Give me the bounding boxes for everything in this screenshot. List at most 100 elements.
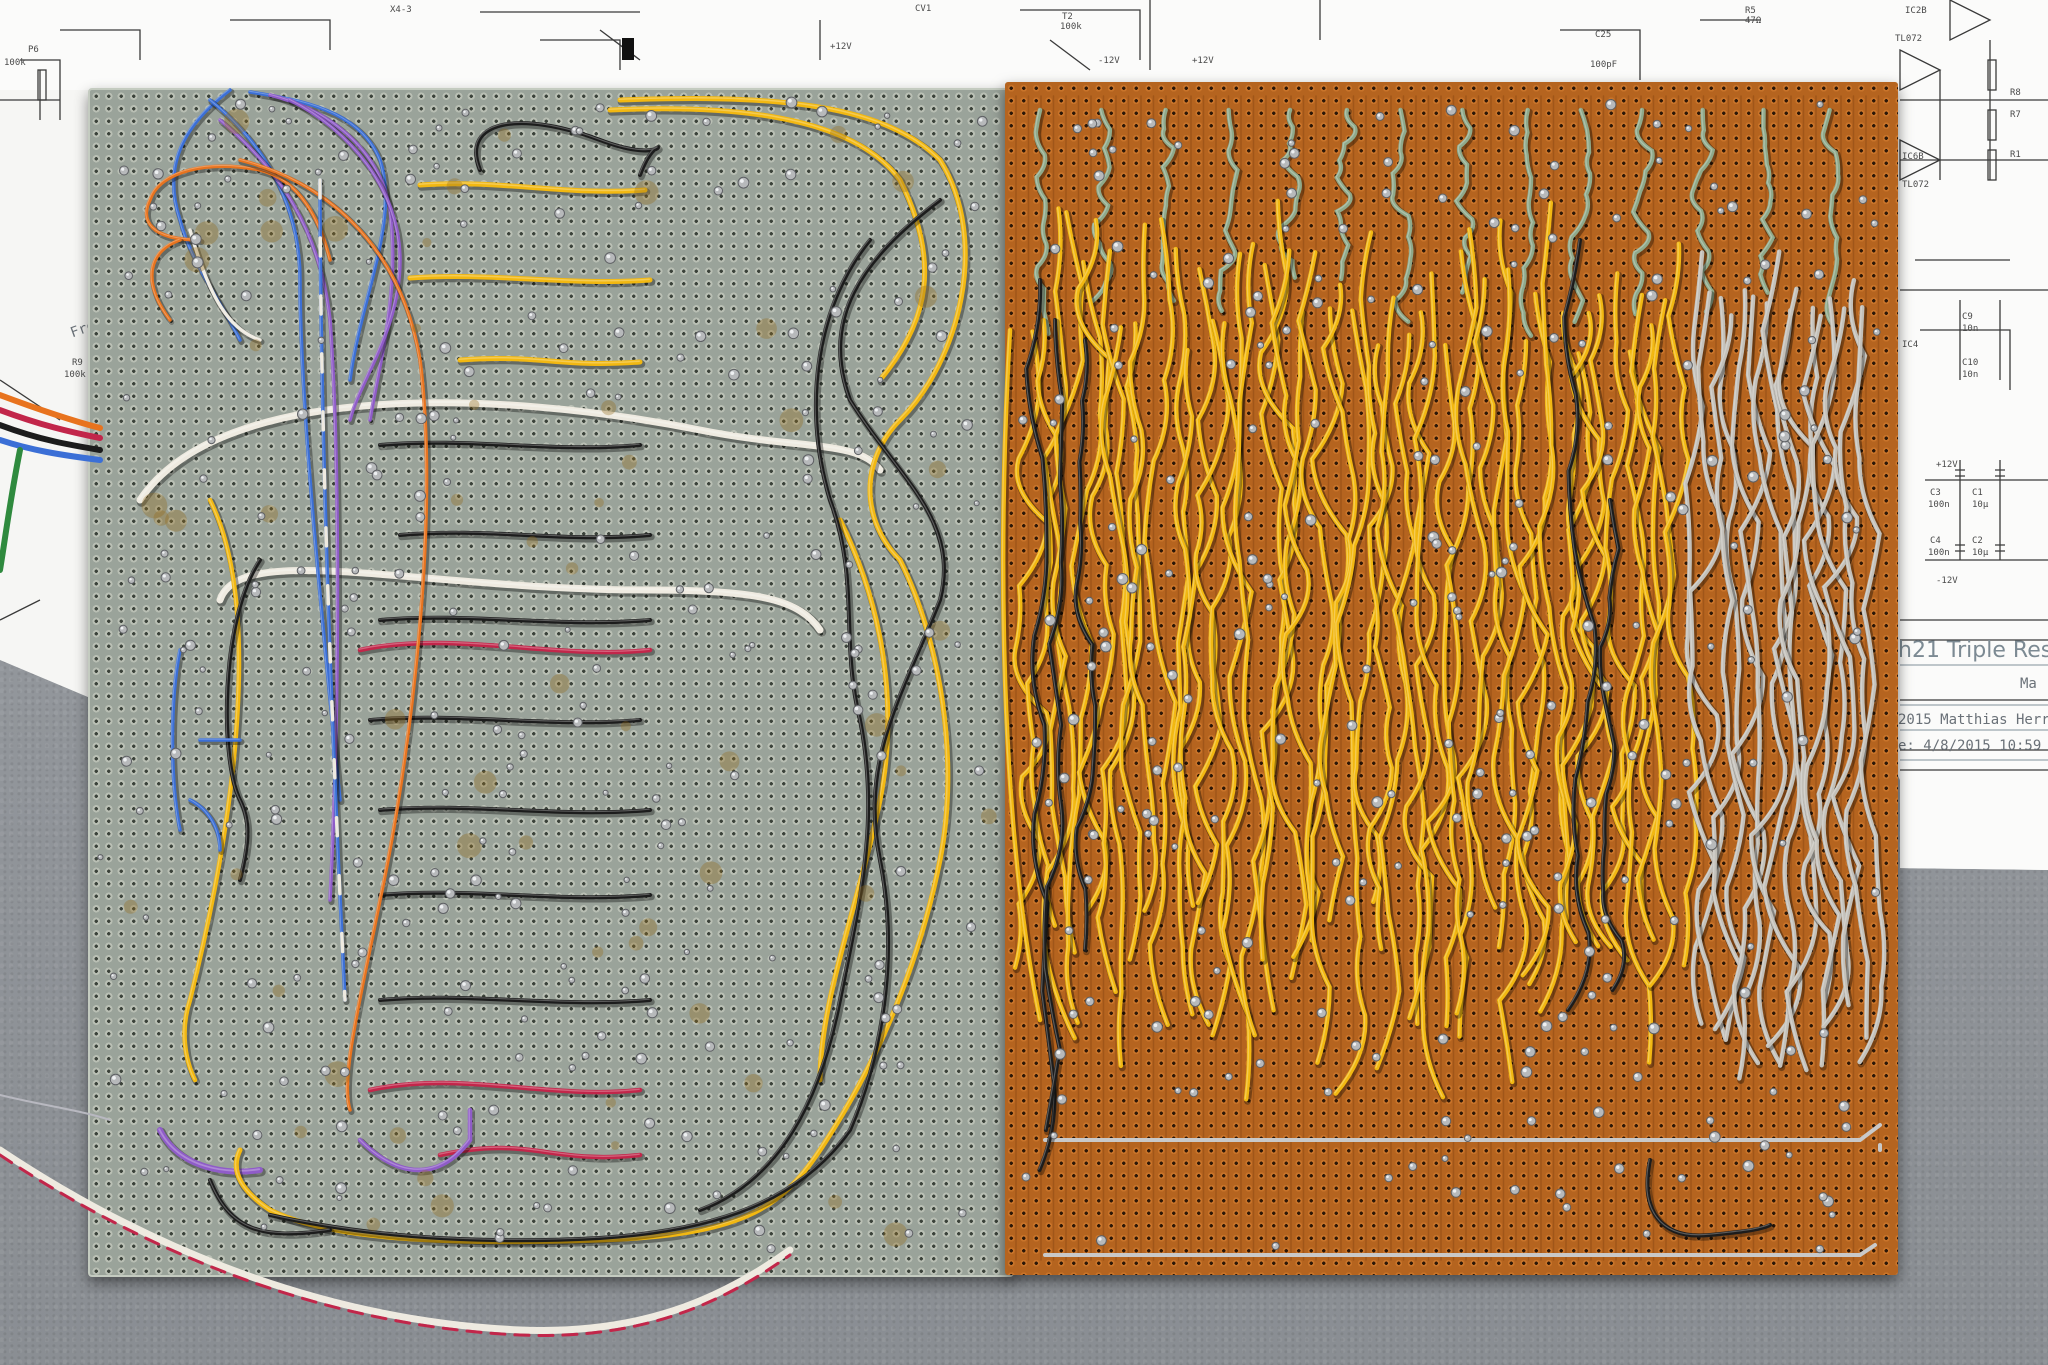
solder-joint xyxy=(338,150,349,161)
flux-stain xyxy=(828,1194,842,1209)
solder-joint xyxy=(340,604,349,613)
schematic-label: -12V xyxy=(1936,576,1958,586)
black-jumper-highlight xyxy=(378,891,650,898)
solder-highlight xyxy=(1854,527,1857,531)
yellow-wire-highlight xyxy=(1001,328,1040,1020)
solder-joint xyxy=(433,162,440,170)
solder-highlight xyxy=(1589,992,1593,996)
solder-highlight xyxy=(1058,1096,1063,1100)
solder-highlight xyxy=(1781,432,1785,437)
solder-joint xyxy=(1054,1048,1066,1060)
sage-wire xyxy=(1033,107,1051,336)
solder-joint xyxy=(452,1126,462,1136)
solder-joint xyxy=(953,139,962,148)
solder-joint xyxy=(414,489,426,502)
solder-joint xyxy=(250,586,262,598)
solder-highlight xyxy=(1132,437,1135,440)
yellow-wire-highlight xyxy=(1143,217,1176,1025)
solder-joint xyxy=(207,436,216,445)
solder-highlight xyxy=(390,876,394,881)
solder-joint xyxy=(1621,875,1629,884)
solder-highlight xyxy=(1020,417,1024,421)
solder-highlight xyxy=(1523,833,1528,837)
solder-joint xyxy=(1648,1022,1660,1035)
solder-joint xyxy=(704,1041,716,1052)
solder-highlight xyxy=(598,1033,602,1037)
solder-joint xyxy=(1553,872,1563,882)
solder-highlight xyxy=(906,1230,910,1234)
solder-joint xyxy=(1304,514,1317,526)
solder-highlight xyxy=(162,551,165,554)
grey-wire xyxy=(1737,294,1773,1081)
grey-wire xyxy=(1708,313,1747,1032)
solder-highlight xyxy=(1090,150,1094,154)
bundle-wire xyxy=(288,98,402,422)
flux-stain xyxy=(153,510,169,526)
solder-highlight xyxy=(831,287,834,290)
solder-highlight xyxy=(430,412,435,417)
solder-joint xyxy=(623,876,630,883)
solder-highlight xyxy=(462,186,465,189)
solder-highlight xyxy=(1812,426,1815,429)
solder-joint xyxy=(703,583,714,594)
solder-highlight xyxy=(1283,226,1286,229)
solder-highlight xyxy=(298,568,302,571)
solder-joint xyxy=(924,627,935,638)
yellow-wire-highlight xyxy=(1413,272,1449,1097)
solder-joint xyxy=(1440,1115,1452,1127)
solder-highlight xyxy=(832,308,837,313)
solder-joint xyxy=(1450,1187,1462,1198)
solder-highlight xyxy=(1314,299,1318,304)
solder-highlight xyxy=(359,949,363,953)
solder-highlight xyxy=(1657,158,1660,161)
solder-highlight xyxy=(284,186,287,190)
solder-joint xyxy=(554,208,565,219)
solder-highlight xyxy=(1801,387,1805,392)
solder-joint xyxy=(1710,182,1719,191)
flux-stain xyxy=(779,408,804,433)
solder-joint xyxy=(575,127,584,135)
solder-joint xyxy=(1452,813,1462,823)
black-wire xyxy=(1073,338,1098,952)
solder-joint xyxy=(1409,599,1418,607)
solder-highlight xyxy=(1443,1156,1446,1159)
schematic-label: 100k xyxy=(64,370,86,380)
solder-joint xyxy=(614,393,622,401)
solder-joint xyxy=(1345,895,1356,906)
yellow-wire-highlight xyxy=(1334,309,1369,1094)
solder-joint xyxy=(1428,340,1437,349)
solder-joint xyxy=(1638,718,1650,730)
solder-highlight xyxy=(529,313,533,316)
solder-highlight xyxy=(151,204,154,207)
solder-highlight xyxy=(1250,426,1253,429)
solder-highlight xyxy=(341,1069,346,1073)
solder-joint xyxy=(1730,541,1739,550)
schematic-label: TL072 xyxy=(1902,180,1930,190)
solder-highlight xyxy=(1607,101,1612,105)
yellow-wire xyxy=(1465,276,1504,910)
solder-highlight xyxy=(750,643,753,646)
solder-highlight xyxy=(1225,255,1229,259)
sage-wire-highlight xyxy=(1758,108,1773,293)
solder-joint xyxy=(1411,283,1424,296)
sage-wire-highlight xyxy=(1821,108,1839,323)
solder-highlight xyxy=(439,905,444,909)
solder-joint xyxy=(515,1053,524,1062)
bundle-wire-highlight xyxy=(238,158,427,1110)
solder-joint xyxy=(498,790,507,799)
solder-joint xyxy=(404,173,416,185)
solder-highlight xyxy=(874,408,878,412)
schematic-label: 10µ xyxy=(1972,548,1989,558)
bundle-wire-highlight xyxy=(288,98,400,420)
bundle-wire-highlight xyxy=(188,228,260,340)
solder-highlight xyxy=(1511,127,1515,131)
solder-joint xyxy=(415,512,426,522)
solder-highlight xyxy=(172,750,176,754)
schematic-label: 100k xyxy=(1060,22,1082,32)
solder-highlight xyxy=(340,152,344,156)
solder-highlight xyxy=(623,988,626,991)
solder-highlight xyxy=(1244,939,1248,943)
solder-joint xyxy=(560,963,568,970)
solder-highlight xyxy=(1528,1118,1532,1122)
yellow-wire-highlight xyxy=(1310,307,1349,1063)
